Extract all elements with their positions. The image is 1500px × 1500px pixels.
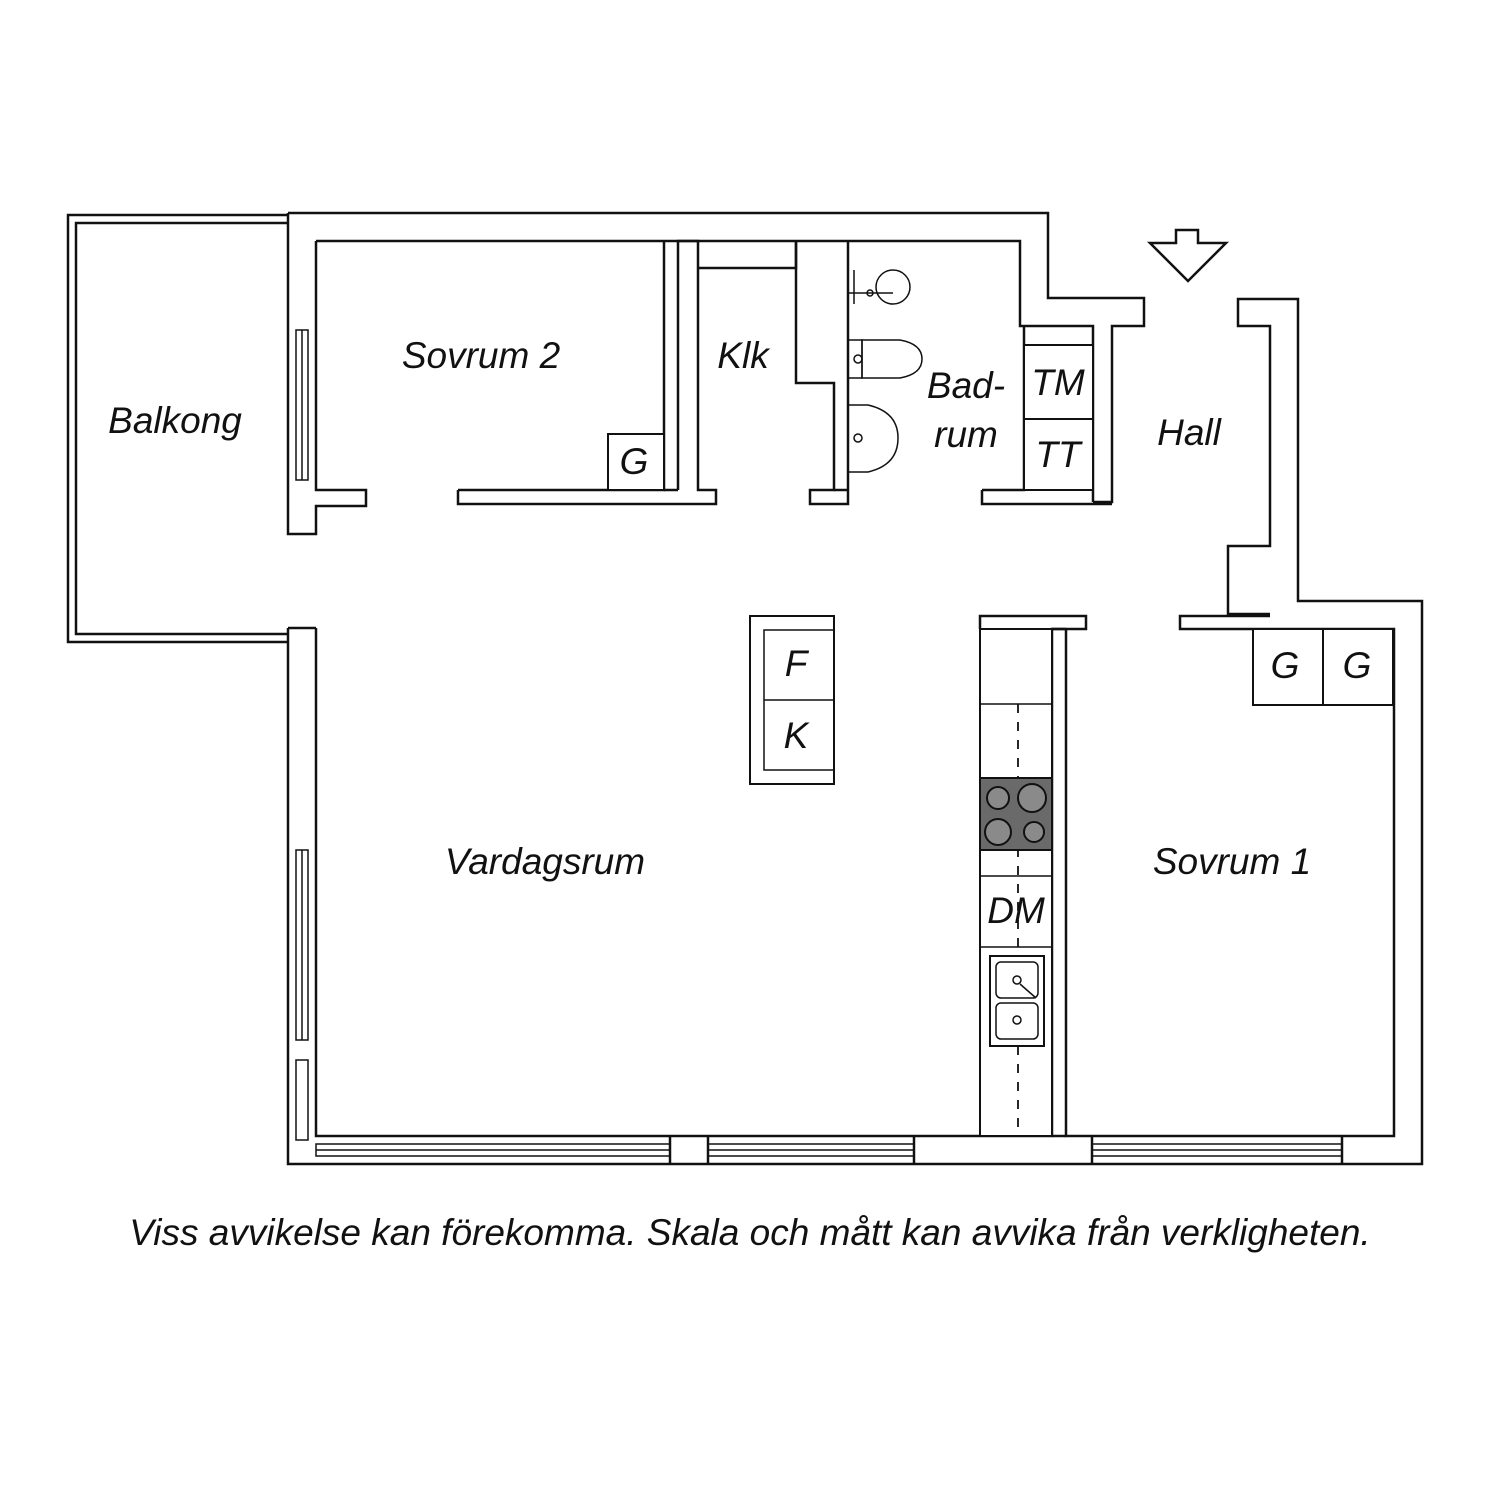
label-f: F [785, 643, 810, 684]
label-k: K [784, 715, 811, 756]
shower-icon [848, 269, 911, 305]
label-tm: TM [1031, 362, 1085, 403]
label-tt: TT [1035, 434, 1083, 475]
washbasin-icon [848, 404, 899, 473]
room-label-balkong: Balkong [108, 400, 242, 441]
disclaimer: Viss avvikelse kan förekomma. Skala och … [129, 1212, 1371, 1253]
stove-icon [979, 777, 1053, 851]
balcony-railing [66, 213, 288, 644]
room-label-klk: Klk [717, 335, 771, 376]
windows [295, 329, 1344, 1164]
kitchen-counter [979, 628, 1053, 1137]
room-label-hall: Hall [1157, 412, 1223, 453]
room-label-sovrum-1: Sovrum 1 [1153, 841, 1311, 882]
entrance-arrow-icon [1146, 228, 1230, 283]
room-label-vardagsrum: Vardagsrum [445, 841, 645, 882]
kitchen-sink-icon [989, 955, 1045, 1047]
laundry-units [1023, 344, 1094, 491]
toilet-icon [847, 339, 923, 379]
label-g-sovrum1-a: G [1271, 645, 1300, 686]
room-label-badrum-2: rum [934, 414, 998, 455]
fridge-freezer [749, 615, 835, 785]
room-label-sovrum-2: Sovrum 2 [402, 335, 561, 376]
room-label-badrum-1: Bad- [927, 365, 1005, 406]
label-g-sovrum2: G [620, 441, 649, 482]
label-dm: DM [987, 890, 1045, 931]
wardrobes [1252, 628, 1394, 706]
label-g-sovrum1-b: G [1343, 645, 1372, 686]
